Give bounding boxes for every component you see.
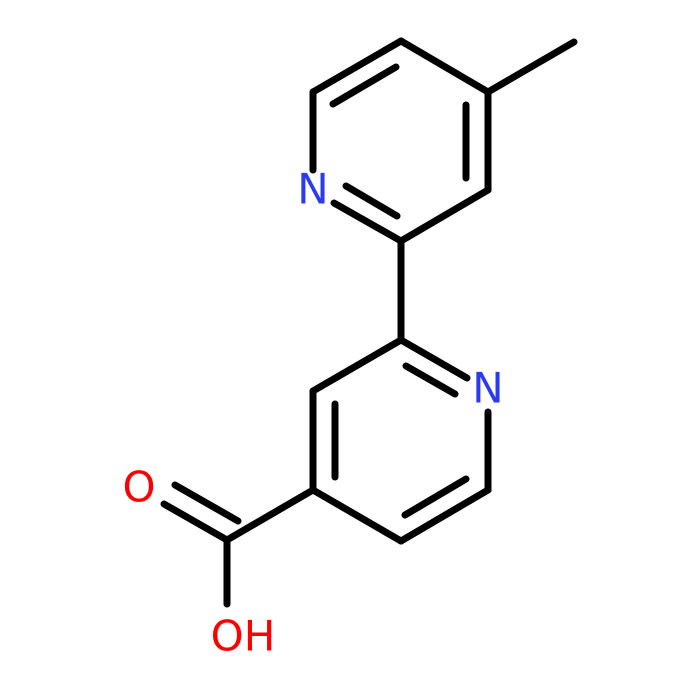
bond-c8-c9-inner — [401, 475, 470, 519]
bond-carbonyl-inner — [171, 481, 242, 525]
nitrogen-label-bottom: N — [472, 364, 503, 413]
oxygen-carbonyl-label: O — [122, 463, 155, 512]
bond-c3-c4 — [397, 37, 492, 96]
bond-c7-n2 — [397, 336, 471, 382]
bond-c5-c6 — [397, 186, 492, 245]
bond-methyl — [484, 38, 578, 96]
bond-c6-n1 — [330, 199, 405, 245]
hydroxyl-label: OH — [211, 612, 276, 661]
bond-c6-n1-inner — [342, 182, 401, 220]
bond-ring-carboxyl — [223, 486, 317, 544]
bond-carbonyl-outer — [160, 500, 231, 544]
bond-c7-n2-inner — [402, 362, 459, 398]
bond-c8-c9 — [397, 486, 492, 545]
nitrogen-label-top: N — [297, 165, 328, 214]
bond-c2-c3-inner — [329, 63, 400, 108]
bond-c2-c3 — [309, 37, 405, 96]
bond-c11-c7 — [309, 336, 405, 395]
bond-c9-c10 — [309, 486, 405, 545]
